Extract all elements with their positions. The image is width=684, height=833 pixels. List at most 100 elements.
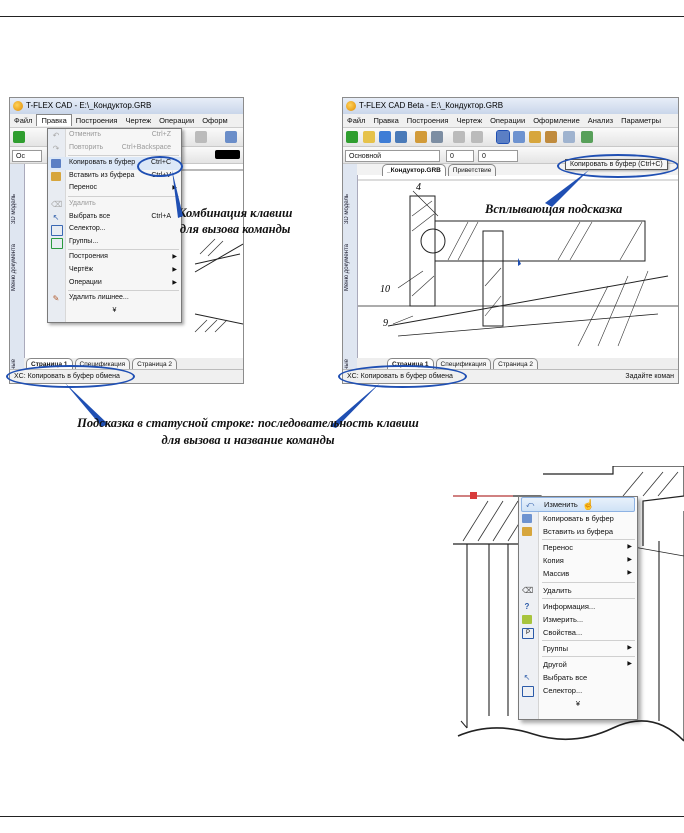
chevron-right-icon: ▶: [172, 266, 177, 273]
redo-icon[interactable]: [195, 131, 207, 143]
question-icon: ?: [524, 601, 530, 611]
menu-operations[interactable]: Операции: [159, 116, 195, 125]
paste-icon[interactable]: [529, 131, 541, 143]
chevron-right-icon: ▶: [627, 644, 632, 651]
menu-file[interactable]: Файл: [14, 116, 33, 125]
menu-operations[interactable]: Операции: [490, 116, 526, 125]
context-item-select-all[interactable]: ↖Выбрать все: [523, 673, 588, 683]
properties-icon: P: [522, 627, 534, 639]
print-icon[interactable]: [431, 131, 443, 143]
edit-tool-icon: ⤺: [525, 500, 535, 509]
context-item-delete[interactable]: ⌫Удалить: [522, 585, 572, 595]
side-tab-doc-menu[interactable]: Меню документа: [344, 244, 350, 292]
shortcut-callout: Комбинация клавиш для вызова команды: [178, 205, 292, 237]
side-tab-3d[interactable]: 3D модель: [344, 194, 350, 224]
eraser-icon: ⌫: [51, 199, 63, 209]
paste-icon: [51, 171, 61, 181]
menu-separator: [542, 597, 635, 599]
drawing-area[interactable]: 4 10 9: [358, 176, 678, 358]
context-item-groups[interactable]: Группы▶: [519, 642, 637, 655]
undo-icon[interactable]: [453, 131, 465, 143]
menu-file[interactable]: Файл: [347, 116, 366, 125]
save-icon[interactable]: [395, 131, 407, 143]
menu-format[interactable]: Оформ: [202, 116, 228, 125]
right-screenshot: T-FLEX CAD Beta - E:\_Кондуктор.GRB Файл…: [342, 97, 679, 384]
redo-icon[interactable]: [471, 131, 483, 143]
edit-icon[interactable]: [581, 131, 593, 143]
menu-expand[interactable]: ¥: [112, 306, 117, 314]
color-swatch[interactable]: [215, 150, 240, 159]
tab-document[interactable]: _Кондуктор.GRB: [382, 164, 446, 176]
side-tab-3d[interactable]: 3D модель: [11, 194, 17, 224]
menu-edit[interactable]: Правка: [36, 114, 72, 126]
tab-specification[interactable]: Спецификация: [435, 358, 492, 370]
style-combo[interactable]: Ос: [12, 150, 42, 162]
menu-item-purge[interactable]: ✎Удалить лишнее...: [52, 294, 129, 304]
pages-icon[interactable]: [563, 131, 575, 143]
tab-page-2[interactable]: Страница 2: [132, 358, 178, 370]
new-document-icon[interactable]: [363, 131, 375, 143]
chevron-right-icon: ▶: [172, 254, 177, 261]
paste-icon: [522, 527, 532, 537]
brush-icon: ✎: [52, 294, 60, 304]
menu-drawing[interactable]: Чертеж: [456, 116, 483, 125]
menu-format[interactable]: Оформление: [533, 116, 580, 125]
tab-page-2[interactable]: Страница 2: [493, 358, 539, 370]
context-menu: ⤺Изменить☝ Копировать в буфер Вставить и…: [518, 496, 638, 720]
clipboard-icon[interactable]: [545, 131, 557, 143]
menu-analysis[interactable]: Анализ: [587, 116, 614, 125]
menu-item-drawing[interactable]: Чертёж▶: [48, 264, 181, 277]
context-item-measure[interactable]: Измерить...: [519, 613, 637, 626]
context-item-edit[interactable]: ⤺Изменить☝: [521, 497, 635, 513]
app-logo-icon: [13, 101, 23, 111]
context-item-move[interactable]: Перенос▶: [519, 541, 637, 554]
eraser-icon: ⌫: [522, 585, 534, 595]
menu-build[interactable]: Построения: [406, 116, 449, 125]
menu-item-operations[interactable]: Операции▶: [48, 277, 181, 290]
pen-icon[interactable]: [225, 131, 237, 143]
menu-item-selector[interactable]: Селектор...: [48, 223, 181, 237]
tab-welcome[interactable]: Приветствие: [447, 164, 497, 176]
tooltip-callout: Всплывающая подсказка: [485, 202, 622, 217]
context-item-copy-op[interactable]: Копия▶: [519, 554, 637, 567]
context-item-array[interactable]: Массив▶: [519, 567, 637, 580]
context-item-info[interactable]: ?Информация...: [519, 600, 637, 613]
menu-item-delete[interactable]: ⌫Удалить: [51, 199, 96, 209]
pointer-arrow-icon: [518, 258, 521, 266]
ruler-icon: [522, 614, 532, 624]
context-expand[interactable]: ¥: [575, 699, 581, 709]
menu-edit[interactable]: Правка: [373, 116, 399, 125]
chevron-right-icon: ▶: [627, 544, 632, 551]
open-icon[interactable]: [415, 131, 427, 143]
context-item-copy[interactable]: Копировать в буфер: [519, 512, 637, 525]
chevron-right-icon: ▶: [627, 570, 632, 577]
style-combo[interactable]: Основной: [345, 150, 440, 162]
chevron-double-down-icon[interactable]: [13, 131, 25, 143]
context-item-selector[interactable]: Селектор...: [519, 684, 637, 698]
side-tab-doc-menu[interactable]: Меню документа: [11, 244, 17, 292]
menu-item-move[interactable]: Перенос▶: [48, 182, 181, 195]
chevron-double-down-icon[interactable]: [346, 131, 358, 143]
level-combo[interactable]: 0: [478, 150, 518, 162]
context-item-paste[interactable]: Вставить из буфера: [519, 525, 637, 538]
cut-icon[interactable]: [513, 131, 525, 143]
main-toolbar: [343, 128, 678, 147]
cube-icon[interactable]: [379, 131, 391, 143]
layer-combo[interactable]: 0: [446, 150, 474, 162]
tooltip-callout-text: Всплывающая подсказка: [485, 202, 623, 216]
menu-item-groups[interactable]: Группы...: [48, 236, 181, 249]
menu-item-constructions[interactable]: Построения▶: [48, 251, 181, 264]
filter-icon: [522, 686, 534, 698]
menu-separator: [542, 639, 635, 641]
copy-icon[interactable]: [496, 130, 510, 144]
redo-icon: ↷: [52, 143, 60, 153]
menu-build[interactable]: Построения: [75, 116, 118, 125]
menu-drawing[interactable]: Чертеж: [125, 116, 152, 125]
menu-separator: [68, 155, 179, 157]
context-item-other[interactable]: Другой▶: [519, 658, 637, 671]
menu-parameters[interactable]: Параметры: [621, 116, 662, 125]
